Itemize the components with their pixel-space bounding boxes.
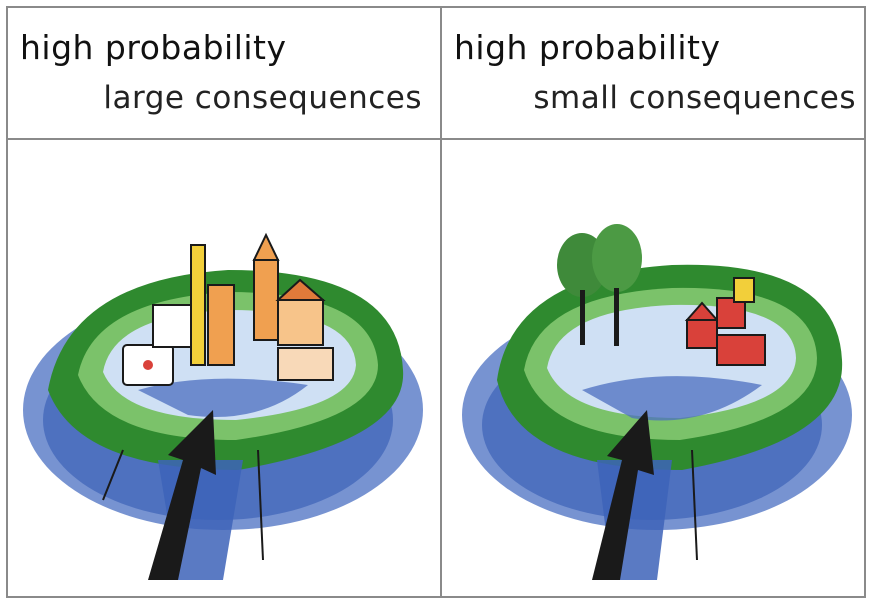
header-divider <box>8 138 864 140</box>
panel-subtitle-right: small consequences <box>533 80 856 116</box>
panel-illustration-right <box>442 140 872 598</box>
dike-ring-with-city-icon <box>23 232 423 580</box>
panel-illustration-left <box>8 140 438 598</box>
panel-title-left: high probability <box>20 28 287 67</box>
dike-ring-with-village-icon <box>462 224 852 580</box>
panel-title-right: high probability <box>454 28 721 67</box>
panel-header-right: high probability small consequences <box>442 8 872 138</box>
column-divider <box>440 8 442 596</box>
panel-subtitle-left: large consequences <box>103 80 422 116</box>
panel-header-left: high probability large consequences <box>8 8 438 138</box>
comparison-table: high probability large consequences high… <box>6 6 866 598</box>
